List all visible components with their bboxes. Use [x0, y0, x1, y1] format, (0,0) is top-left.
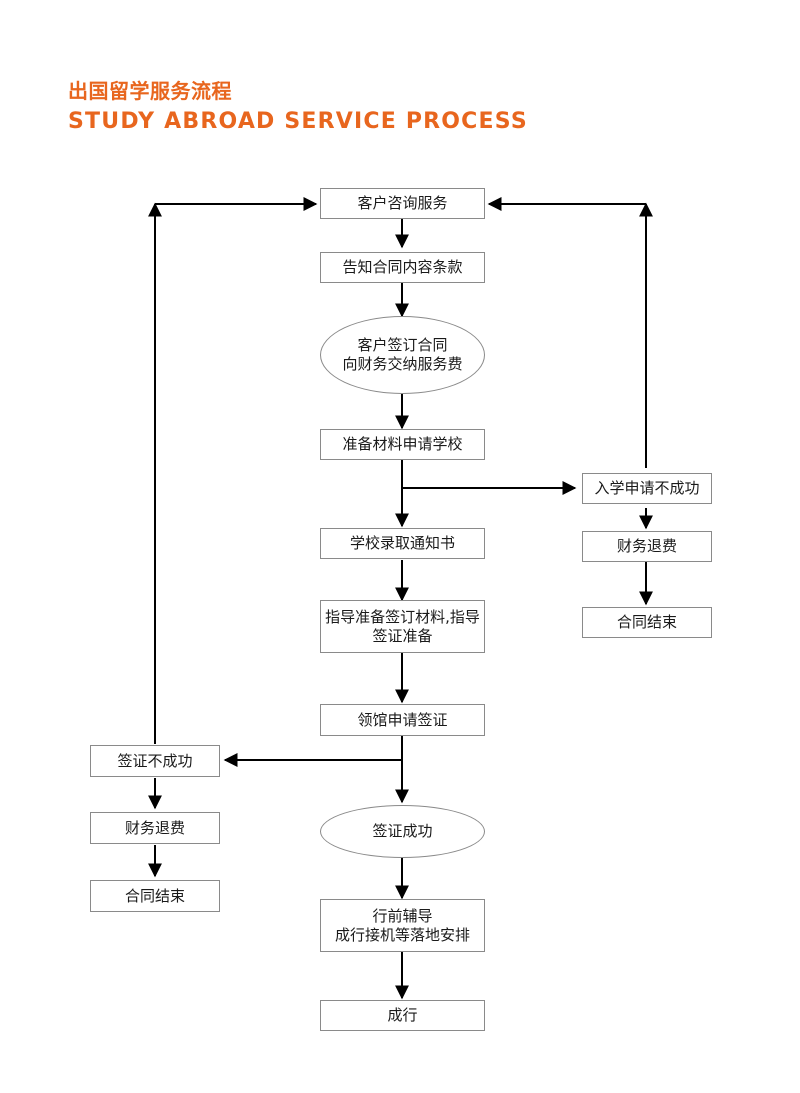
page-title-english: STUDY ABROAD SERVICE PROCESS — [68, 109, 528, 134]
node-guide-materials[interactable]: 指导准备签订材料,指导签证准备 — [320, 600, 485, 653]
node-contract-end-left[interactable]: 合同结束 — [90, 880, 220, 912]
node-refund-left[interactable]: 财务退费 — [90, 812, 220, 844]
node-consult[interactable]: 客户咨询服务 — [320, 188, 485, 219]
node-visa-fail[interactable]: 签证不成功 — [90, 745, 220, 777]
node-consulate-visa[interactable]: 领馆申请签证 — [320, 704, 485, 736]
node-contract-terms[interactable]: 告知合同内容条款 — [320, 252, 485, 283]
node-visa-success[interactable]: 签证成功 — [320, 805, 485, 858]
node-departure[interactable]: 成行 — [320, 1000, 485, 1031]
node-refund-right[interactable]: 财务退费 — [582, 531, 712, 562]
node-prepare-apply[interactable]: 准备材料申请学校 — [320, 429, 485, 460]
node-contract-end-right[interactable]: 合同结束 — [582, 607, 712, 638]
page-title: 出国留学服务流程 STUDY ABROAD SERVICE PROCESS — [68, 78, 668, 138]
node-sign-contract[interactable]: 客户签订合同 向财务交纳服务费 — [320, 316, 485, 394]
page-title-chinese: 出国留学服务流程 — [68, 79, 232, 103]
node-offer-letter[interactable]: 学校录取通知书 — [320, 528, 485, 559]
node-predeparture[interactable]: 行前辅导 成行接机等落地安排 — [320, 899, 485, 952]
node-admission-fail[interactable]: 入学申请不成功 — [582, 473, 712, 504]
